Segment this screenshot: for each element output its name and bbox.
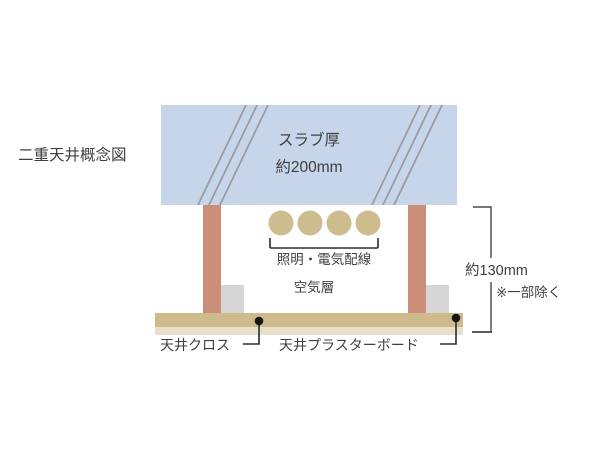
ceiling-plasterboard-label: 天井プラスターボード: [279, 337, 419, 353]
figure-title: 二重天井概念図: [18, 145, 127, 164]
slab-thickness-line2: 約200mm: [275, 158, 342, 176]
wiring-bracket: [269, 238, 379, 249]
conduit-circle: [355, 210, 381, 236]
ceiling-plasterboard-layer: [155, 313, 463, 327]
air-layer-label: 空気層: [294, 280, 335, 295]
ceiling-cloth-label: 天井クロス: [160, 337, 230, 353]
plasterboard-leader: [440, 313, 461, 345]
hanger-block-right: [426, 285, 449, 313]
height-dimension-note: ※一部除く: [496, 285, 561, 300]
conduit-circle: [326, 210, 352, 236]
hanger-post-left: [203, 205, 221, 313]
conduit-circle: [297, 210, 323, 236]
wiring-conduit-group: [268, 210, 381, 236]
ceiling-cloth-layer: [155, 327, 463, 335]
wiring-label: 照明・電気配線: [277, 252, 372, 267]
height-dimension-value: 約130mm: [465, 262, 528, 279]
hanger-post-right: [408, 205, 426, 313]
height-dimension-bracket: [473, 206, 492, 333]
cloth-leader: [243, 316, 264, 345]
slab-thickness-line1: スラブ厚: [278, 130, 340, 149]
hanger-block-left: [221, 285, 244, 313]
conduit-circle: [268, 210, 294, 236]
slab-hatch-lines: [197, 105, 443, 205]
